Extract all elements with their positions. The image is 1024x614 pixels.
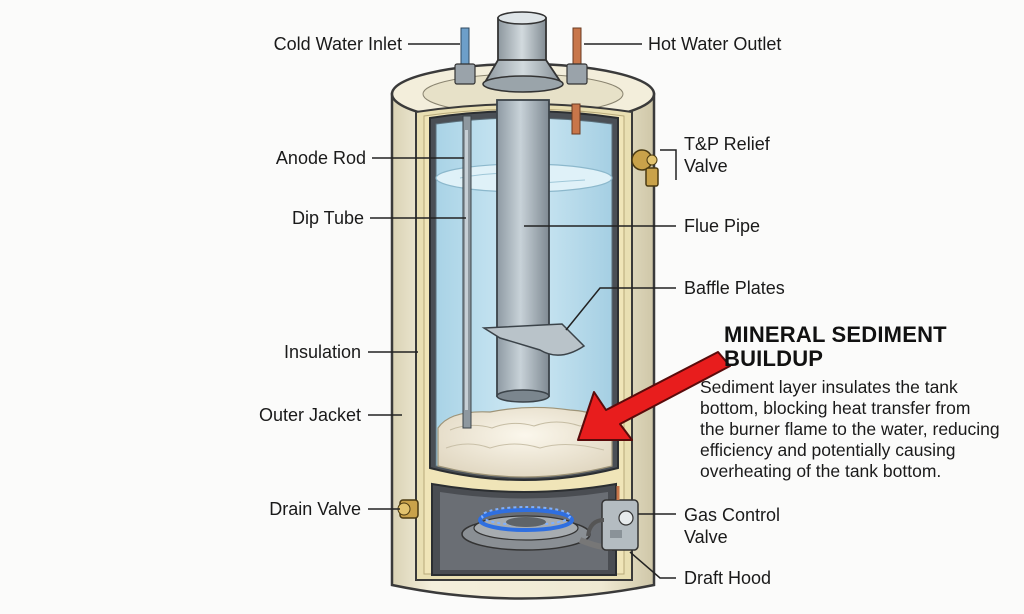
label-gas-control-valve: Gas Control Valve: [684, 504, 780, 548]
dip-tube: [465, 130, 468, 410]
label-hot-water-outlet: Hot Water Outlet: [648, 34, 782, 54]
label-drain-valve: Drain Valve: [269, 499, 361, 519]
callout-body-line2: bottom, blocking heat transfer from: [700, 398, 971, 418]
flue-cap: [482, 11, 564, 93]
label-draft-hood: Draft Hood: [684, 568, 772, 588]
leader-tp-relief-valve: [660, 149, 677, 180]
label-outer-jacket: Outer Jacket: [258, 405, 361, 425]
hot-water-pipe: [566, 27, 588, 135]
label-baffle-plates: Baffle Plates: [684, 278, 785, 298]
label-gas-control-valve-line1: Gas Control: [684, 505, 781, 525]
label-anode-rod: Anode Rod: [275, 148, 366, 168]
cold-water-pipe: [454, 27, 476, 85]
callout-title-line2: BUILDUP: [724, 346, 824, 371]
label-dip-tube: Dip Tube: [291, 208, 364, 228]
leader-draft-hood: [629, 551, 676, 579]
flue-pipe: [481, 99, 586, 403]
label-tp-relief-valve-line1: T&P Relief: [684, 134, 770, 154]
gas-control-valve: [586, 486, 639, 551]
callout-title-line1: MINERAL SEDIMENT: [724, 322, 947, 347]
callout-body-line1: Sediment layer insulates the tank: [700, 377, 958, 397]
label-gas-control-valve-line2: Valve: [684, 527, 728, 547]
label-cold-water-inlet: Cold Water Inlet: [273, 34, 402, 54]
label-tp-relief-valve-line2: Valve: [684, 156, 728, 176]
tp-relief-valve: [631, 149, 659, 187]
callout-body-line3: the burner flame to the water, reducing: [700, 419, 1000, 439]
drain-valve: [397, 499, 419, 519]
leader-baffle-plates: [565, 287, 676, 331]
callout-body-line5: overheating of the tank bottom.: [700, 461, 942, 481]
callout-body: Sediment layer insulates the tank bottom…: [700, 377, 1020, 482]
label-tp-relief-valve: T&P Relief Valve: [684, 133, 770, 177]
leader-lines: [368, 43, 677, 579]
callout-body-line4: efficiency and potentially causing: [700, 440, 956, 460]
burner: [461, 506, 613, 551]
label-flue-pipe: Flue Pipe: [684, 216, 761, 236]
callout-title: MINERAL SEDIMENT BUILDUP: [724, 323, 947, 371]
sediment-arrow: [577, 351, 731, 441]
label-insulation: Insulation: [283, 342, 361, 362]
